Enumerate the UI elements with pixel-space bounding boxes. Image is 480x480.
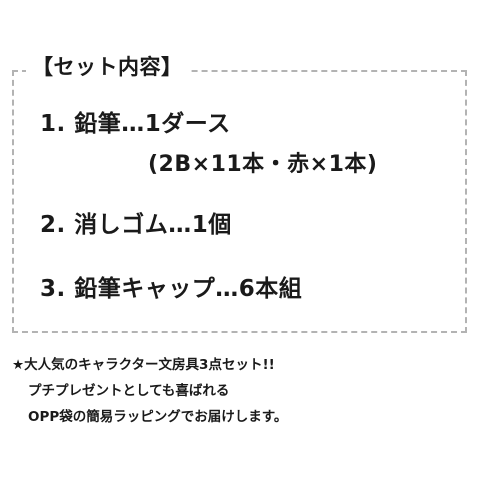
note-headline: ★大人気のキャラクター文房具3点セット!! xyxy=(12,357,275,373)
product-notes: ★大人気のキャラクター文房具3点セット!! プチプレゼントとしても喜ばれる OP… xyxy=(12,352,472,430)
item-pencils: 1. 鉛筆…1ダース xyxy=(40,111,231,137)
item-pencil-caps: 3. 鉛筆キャップ…6本組 xyxy=(40,276,303,302)
item-eraser: 2. 消しゴム…1個 xyxy=(40,212,232,238)
set-contents-title: 【セット内容】 xyxy=(26,49,189,85)
item-pencils-detail: (2B×11本・赤×1本) xyxy=(148,152,378,177)
set-contents-frame xyxy=(12,70,467,333)
note-wrapping: OPP袋の簡易ラッピングでお届けします。 xyxy=(28,409,288,425)
note-gift: プチプレゼントとしても喜ばれる xyxy=(28,383,230,399)
